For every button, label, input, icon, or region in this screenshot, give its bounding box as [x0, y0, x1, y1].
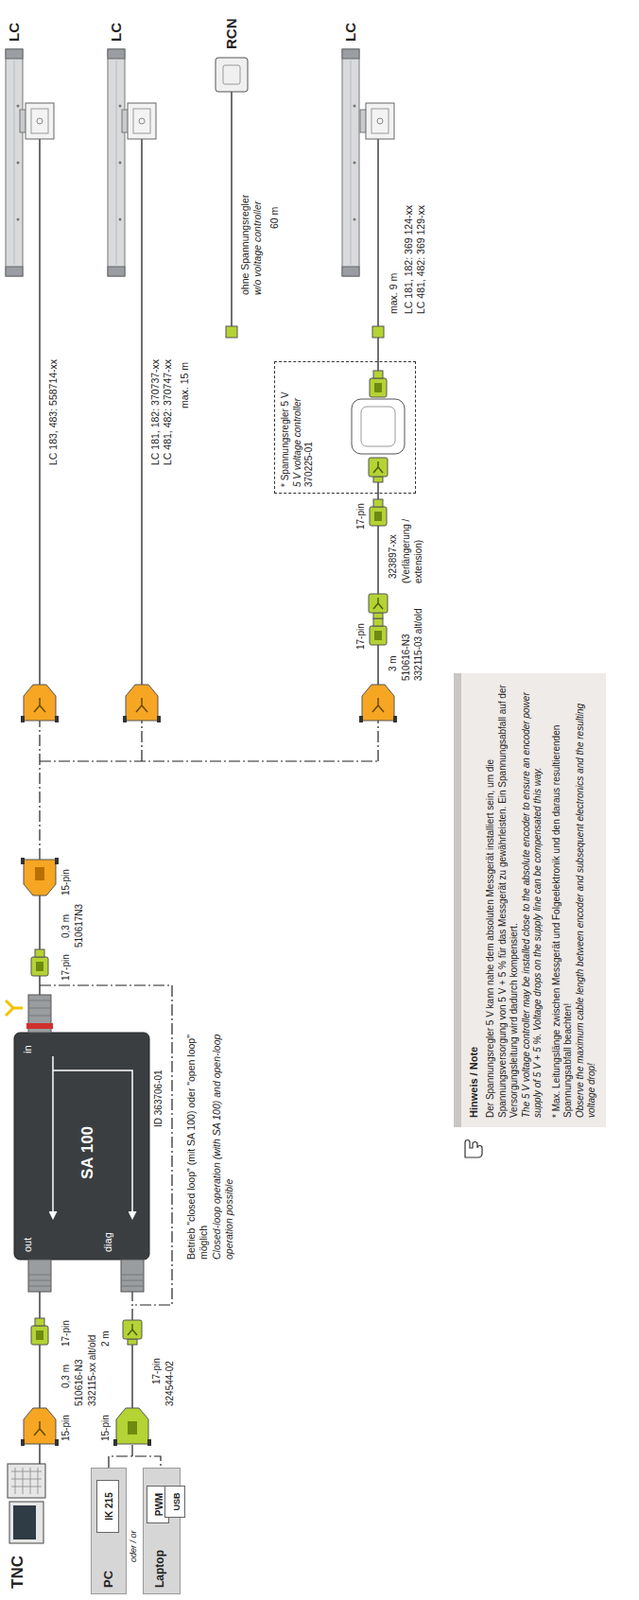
device-label: LC	[107, 22, 126, 42]
part-number: LC 181, 182: 369 124-xx	[402, 205, 415, 314]
device-label: LC	[5, 22, 24, 42]
pin-label: 17-pin	[355, 502, 368, 530]
device-label: RCN	[223, 18, 242, 51]
splitter-box: SA 100 in out diag	[14, 1032, 150, 1260]
box-text: 370225-01	[303, 367, 316, 487]
port-box: USB	[164, 1485, 186, 1518]
computer-panel: PCIK 215	[90, 1467, 127, 1594]
operation-note: Betrieb "closed loop" (mit SA 100) oder …	[185, 1003, 210, 1260]
box-text: out	[21, 1237, 35, 1252]
box-text: in	[21, 1044, 35, 1054]
part-number: 510616-N3	[400, 634, 414, 681]
pin-label: 2 m	[100, 1329, 113, 1347]
pin-label: 15-pin	[60, 1414, 73, 1441]
extension-label: (Verlängerung / extension)	[400, 498, 425, 584]
box-text: * Max. Leitungslänge zwischen Messgerät …	[551, 682, 575, 1118]
tnc-icon	[7, 1463, 46, 1543]
box-text: * Spannungsregler 5 V	[279, 367, 293, 487]
box-text: IK 215	[103, 1491, 116, 1520]
pin-label: 17-pin	[355, 622, 368, 650]
length-label: 0,3 m	[60, 1364, 73, 1388]
box-text: The 5 V voltage controller may be instal…	[520, 682, 545, 1118]
condition-label: w/o voltage controller	[251, 201, 264, 295]
part-number: 332115-03 alt/old	[413, 607, 426, 681]
box-text: diag	[102, 1231, 115, 1252]
pin-label: 17-pin	[60, 1319, 73, 1347]
part-number: LC 481, 482: 370747-xx	[161, 359, 174, 466]
length-label: max. 15 m	[178, 362, 191, 409]
laptop-panel: LaptopPWMUSB	[142, 1467, 181, 1594]
condition-label: ohne Spannungsregler	[239, 194, 252, 295]
regulator-box: * Spannungsregler 5 V5 V voltage control…	[274, 361, 416, 494]
length-label: 60 m	[268, 207, 281, 229]
connectors	[20, 326, 398, 1446]
part-number: 510616-N3	[73, 1359, 87, 1406]
pin-label: 17-pin	[60, 953, 73, 981]
encoders	[5, 49, 395, 277]
pin-label: 15-pin	[60, 868, 73, 896]
box-text: SA 100	[78, 1125, 98, 1179]
part-number: 332115-xx alt/old	[86, 1334, 100, 1406]
note-box: Hinweis / NoteDer Spannungsregler 5 V ka…	[453, 673, 606, 1127]
part-number: 510617N3	[73, 903, 87, 948]
part-number: LC 181, 182: 370737-xx	[149, 359, 162, 466]
device-label: LC	[342, 22, 361, 42]
length-label: max. 9 m	[387, 273, 400, 314]
part-number: 324544-02	[164, 1360, 177, 1406]
length-label: 0,3 m	[60, 914, 73, 938]
id-label: ID 363706-01	[153, 1069, 166, 1127]
box-text: USB	[172, 1492, 183, 1511]
voltage-controller	[351, 398, 405, 454]
box-text: Der Spannungsregler 5 V kann nahe dem ab…	[484, 682, 521, 1118]
interface-card: IK 215	[96, 1479, 120, 1533]
length-label: 3 m	[387, 655, 400, 672]
sa100-housing	[5, 994, 150, 1292]
part-number: LC 481, 482: 369 129-xx	[414, 205, 428, 314]
device-label: TNC	[7, 1554, 28, 1589]
or-label: oder / or	[128, 1529, 139, 1562]
hand-icon	[465, 1139, 483, 1158]
pin-label: 15-pin	[100, 1414, 113, 1441]
box-text: 5 V voltage controller	[292, 367, 305, 487]
part-number: LC 183, 483: 558714-xx	[47, 359, 60, 466]
box-text: Observe the maximum cable length between…	[574, 682, 599, 1118]
part-number: 323897-xx	[387, 534, 400, 579]
box-text: Hinweis / Note	[467, 682, 481, 1118]
operation-note: Closed-loop operation (with SA 100) and …	[210, 1003, 236, 1260]
length-label: 17-pin	[151, 1357, 164, 1384]
